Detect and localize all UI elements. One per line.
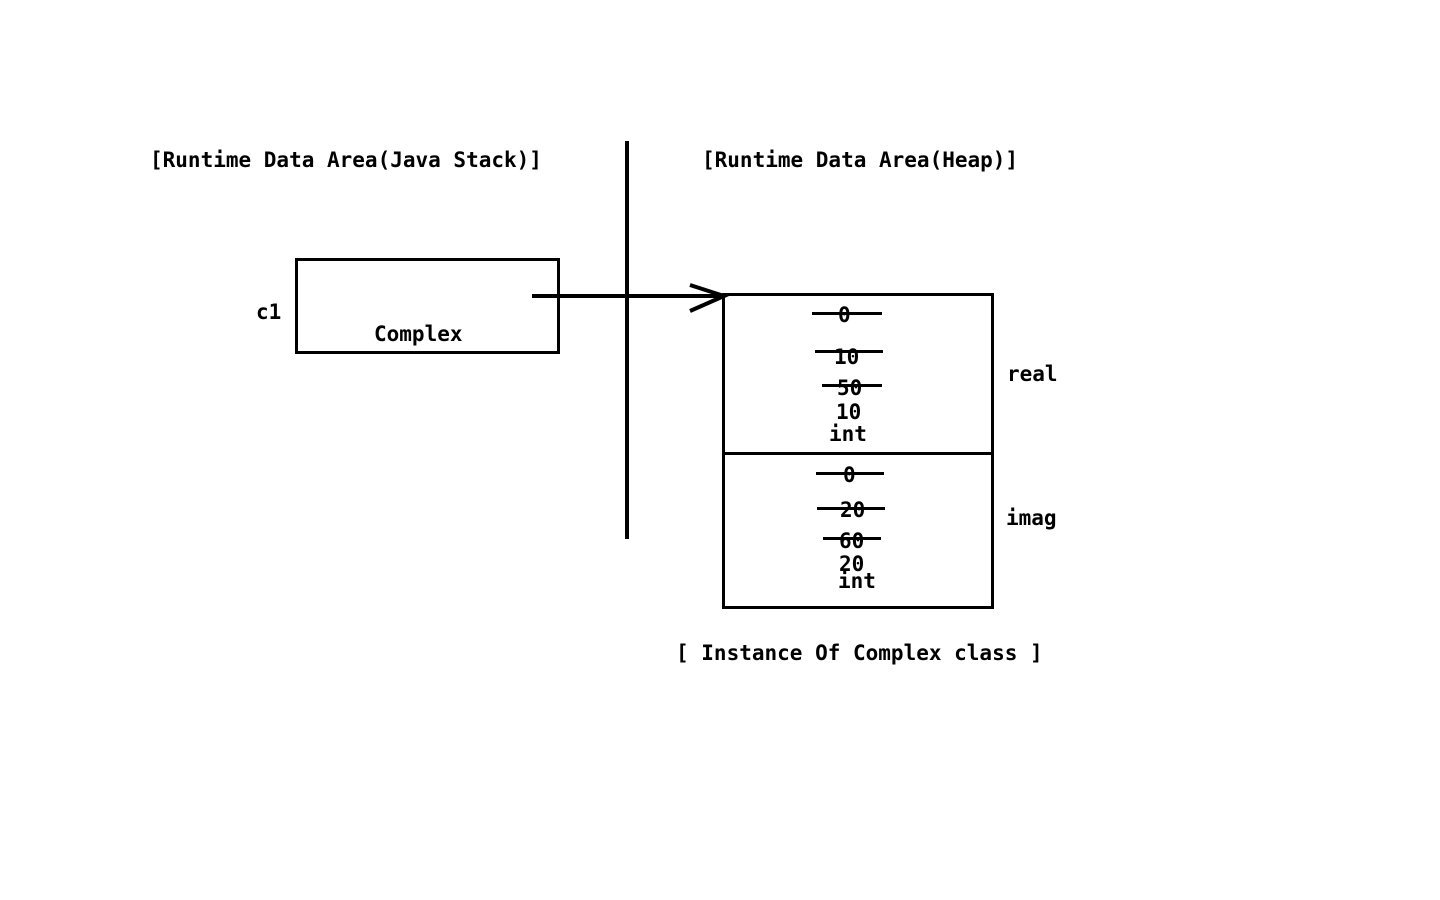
heap-object-box bbox=[722, 293, 994, 609]
stack-reference-box bbox=[295, 258, 560, 354]
heap-area-title: [Runtime Data Area(Heap)] bbox=[702, 148, 1019, 172]
imag-strike-1 bbox=[816, 472, 884, 475]
variable-name-c1: c1 bbox=[256, 300, 282, 324]
real-struck-value-1: 0 bbox=[838, 303, 851, 327]
imag-type-label: int bbox=[838, 569, 876, 593]
imag-struck-value-2: 20 bbox=[840, 498, 866, 522]
imag-struck-value-3: 60 bbox=[839, 529, 865, 553]
real-strike-3 bbox=[822, 384, 882, 387]
imag-field-name: imag bbox=[1006, 506, 1057, 530]
field-divider bbox=[722, 452, 994, 455]
real-struck-value-3: 50 bbox=[837, 376, 863, 400]
real-type-label: int bbox=[829, 422, 867, 446]
imag-current-value: 20 bbox=[839, 552, 865, 576]
real-field-name: real bbox=[1007, 362, 1058, 386]
real-current-value: 10 bbox=[836, 400, 862, 424]
stack-area-title: [Runtime Data Area(Java Stack)] bbox=[150, 148, 542, 172]
real-strike-1 bbox=[812, 312, 882, 315]
reference-type-label: Complex bbox=[374, 322, 463, 346]
heap-object-caption: [ Instance Of Complex class ] bbox=[676, 641, 1043, 665]
imag-strike-2 bbox=[817, 507, 885, 510]
real-strike-2 bbox=[815, 350, 883, 353]
imag-struck-value-1: 0 bbox=[843, 463, 856, 487]
imag-strike-3 bbox=[823, 537, 881, 540]
area-divider bbox=[625, 141, 629, 539]
